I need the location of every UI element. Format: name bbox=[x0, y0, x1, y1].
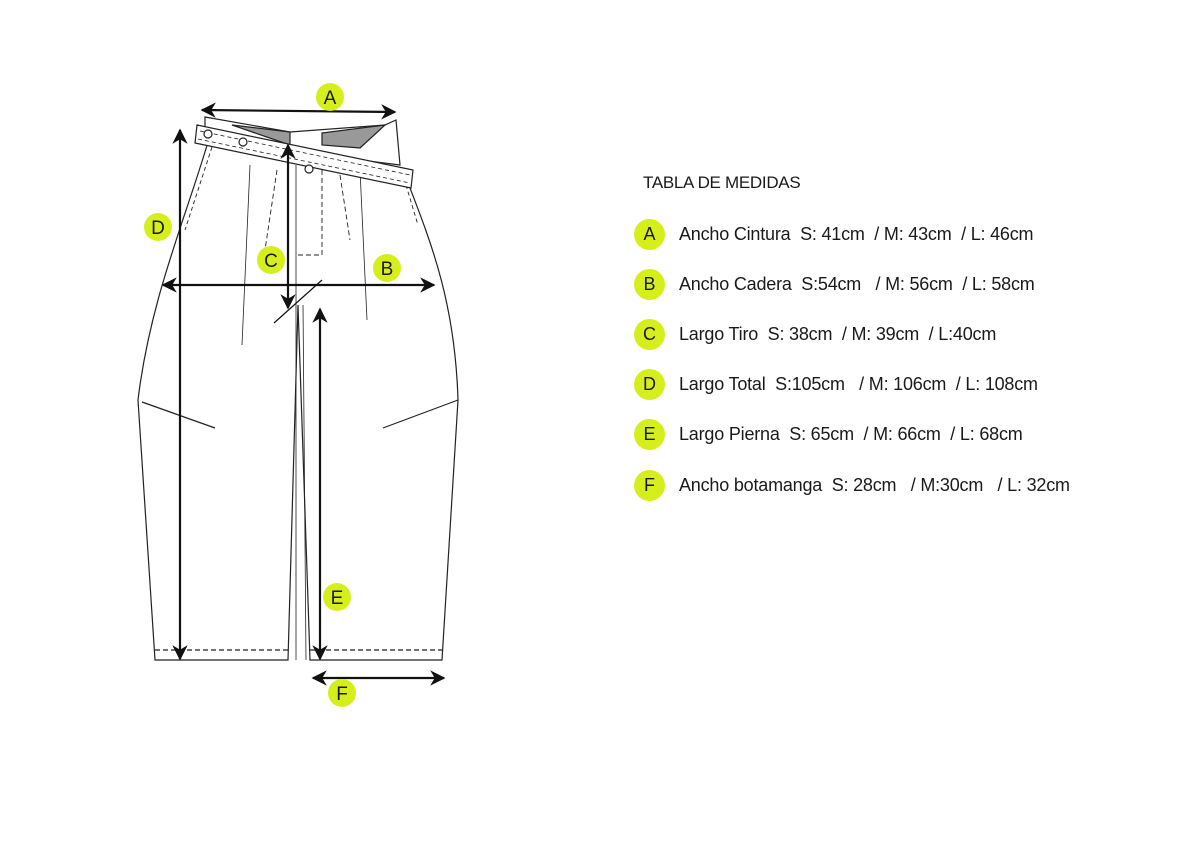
letter-badge: E bbox=[634, 418, 665, 450]
measurement-row-e: E Largo Pierna S: 65cm / M: 66cm / L: 68… bbox=[634, 418, 1023, 450]
measurement-row-f: F Ancho botamanga S: 28cm / M:30cm / L: … bbox=[634, 469, 1070, 501]
measurement-text: Largo Pierna S: 65cm / M: 66cm / L: 68cm bbox=[679, 423, 1023, 444]
svg-text:E: E bbox=[331, 588, 344, 609]
measurement-text: Ancho Cintura S: 41cm / M: 43cm / L: 46c… bbox=[679, 223, 1034, 244]
measurement-row-a: A Ancho Cintura S: 41cm / M: 43cm / L: 4… bbox=[634, 218, 1034, 250]
label-d: D bbox=[144, 213, 172, 241]
measurement-text: Ancho botamanga S: 28cm / M:30cm / L: 32… bbox=[679, 474, 1070, 495]
arrow-a bbox=[200, 102, 397, 120]
svg-text:C: C bbox=[264, 251, 278, 272]
letter-badge: F bbox=[634, 469, 665, 501]
svg-text:A: A bbox=[324, 88, 337, 109]
measurement-row-c: C Largo Tiro S: 38cm / M: 39cm / L:40cm bbox=[634, 318, 997, 350]
letter-badge: B bbox=[634, 268, 665, 300]
measurement-row-d: D Largo Total S:105cm / M: 106cm / L: 10… bbox=[634, 368, 1038, 400]
label-b: B bbox=[373, 254, 401, 282]
measure-arrows bbox=[161, 102, 446, 686]
measurement-text: Ancho Cadera S:54cm / M: 56cm / L: 58cm bbox=[679, 273, 1035, 294]
measurement-row-b: B Ancho Cadera S:54cm / M: 56cm / L: 58c… bbox=[634, 268, 1035, 300]
table-title: TABLA DE MEDIDAS bbox=[643, 173, 801, 192]
svg-text:F: F bbox=[336, 684, 348, 705]
svg-text:D: D bbox=[151, 218, 165, 239]
measurement-text: Largo Total S:105cm / M: 106cm / L: 108c… bbox=[679, 373, 1038, 394]
diagram-labels: A B C D E F bbox=[144, 83, 401, 707]
measurement-text: Largo Tiro S: 38cm / M: 39cm / L:40cm bbox=[679, 323, 997, 344]
letter-badge: D bbox=[634, 368, 665, 400]
label-a: A bbox=[316, 83, 344, 111]
letter-badge: C bbox=[634, 318, 665, 350]
waistband bbox=[194, 116, 414, 189]
label-f: F bbox=[328, 679, 356, 707]
pants-outline bbox=[137, 141, 459, 661]
letter-badge: A bbox=[634, 218, 665, 250]
label-c: C bbox=[257, 246, 285, 274]
svg-text:B: B bbox=[381, 259, 394, 280]
label-e: E bbox=[323, 583, 351, 611]
